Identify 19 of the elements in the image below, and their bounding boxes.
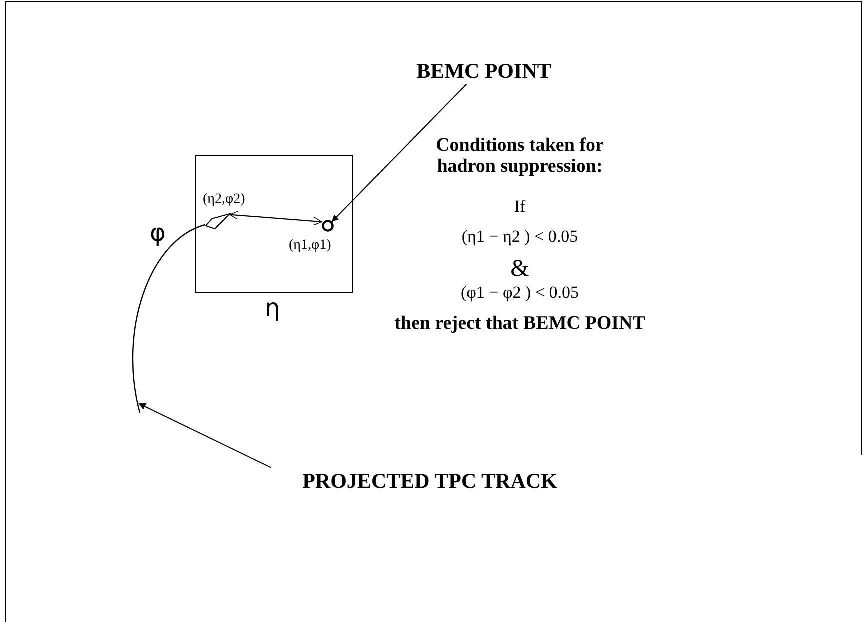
track-point-diamond bbox=[205, 213, 231, 231]
leader-arrow bbox=[138, 403, 272, 468]
condition-formula: (φ1 − φ2 ) < 0.05 bbox=[460, 284, 580, 303]
point-circle bbox=[322, 220, 334, 232]
condition-heading: Conditions taken for hadron suppression: bbox=[435, 136, 605, 178]
coordinate-label: (η2,φ2) bbox=[203, 192, 246, 208]
axis-label: η bbox=[265, 295, 280, 322]
callout-label: PROJECTED TPC TRACK bbox=[280, 470, 580, 494]
track-curve bbox=[132, 224, 206, 414]
coordinate-label: (η1,φ1) bbox=[289, 238, 332, 254]
double-arrow bbox=[230, 211, 322, 226]
condition-text: If bbox=[514, 198, 526, 217]
callout-label: BEMC POINT bbox=[398, 60, 570, 84]
axis-label: φ bbox=[150, 220, 166, 246]
condition-text: then reject that BEMC POINT bbox=[394, 314, 646, 335]
cell-box bbox=[195, 155, 353, 293]
condition-text: & bbox=[510, 256, 530, 282]
leader-arrow bbox=[332, 84, 468, 222]
condition-formula: (η1 − η2 ) < 0.05 bbox=[462, 228, 578, 247]
